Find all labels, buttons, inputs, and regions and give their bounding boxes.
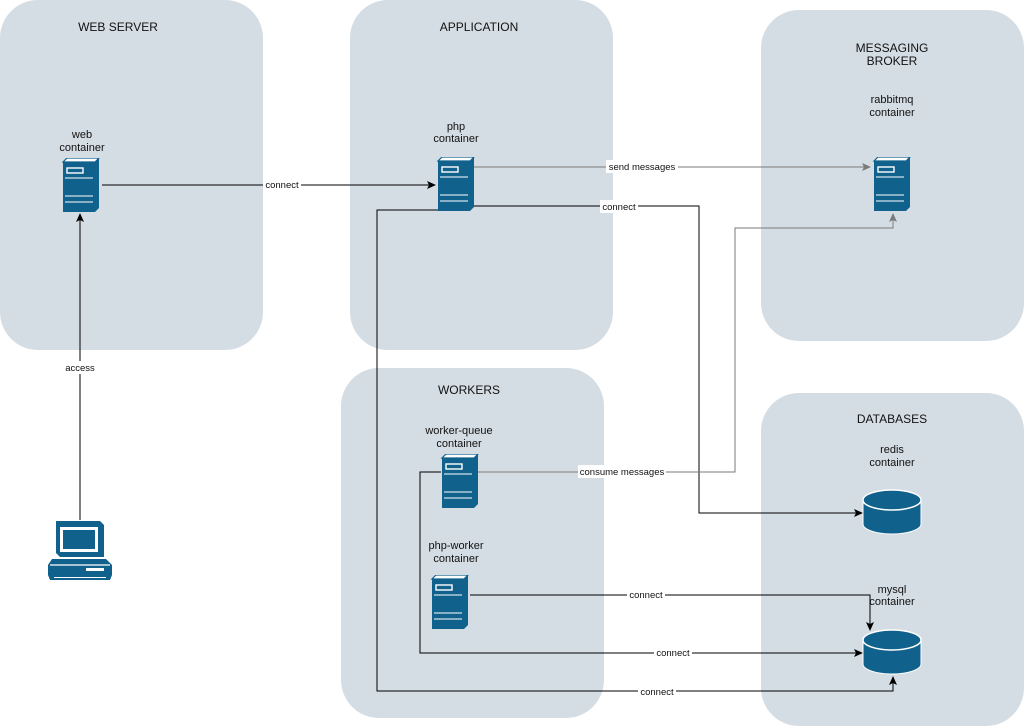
group-application: APPLICATION xyxy=(350,0,613,350)
node-label-web-2: container xyxy=(59,142,105,154)
group-web-server: WEB SERVER xyxy=(0,0,263,350)
svg-text:consume messages: consume messages xyxy=(580,467,665,478)
node-label-mysql-2: container xyxy=(869,596,915,608)
node-rabbitmq-container[interactable]: rabbitmq container xyxy=(869,94,915,212)
server-icon xyxy=(437,157,475,212)
computer-icon xyxy=(47,520,113,581)
group-databases: DATABASES xyxy=(761,393,1024,726)
node-label-web-1: web xyxy=(71,129,92,141)
group-title-messaging-2: BROKER xyxy=(867,54,918,68)
database-icon xyxy=(862,489,922,535)
group-title-messaging-1: MESSAGING xyxy=(856,41,929,55)
svg-text:connect: connect xyxy=(602,202,636,213)
node-worker-queue-container[interactable]: worker-queue container xyxy=(424,425,493,509)
edge-workerqueue-mysql xyxy=(419,471,863,657)
group-title-web-server: WEB SERVER xyxy=(78,20,158,34)
node-label-rabbitmq-2: container xyxy=(869,107,915,119)
edge-label-php-mysql: connect xyxy=(638,685,676,698)
svg-text:connect: connect xyxy=(265,180,299,191)
edge-label-phpworker-mysql: connect xyxy=(627,588,665,601)
node-redis-container[interactable]: redis container xyxy=(862,444,922,535)
edge-label-access: access xyxy=(62,361,98,374)
svg-text:access: access xyxy=(65,363,95,374)
edge-label-workerqueue-mysql: connect xyxy=(654,646,692,659)
server-icon xyxy=(62,158,100,213)
node-mysql-container[interactable]: mysql container xyxy=(862,584,922,675)
edge-label-consume-messages: consume messages xyxy=(578,465,666,478)
svg-text:send messages: send messages xyxy=(609,162,676,173)
group-workers: WORKERS xyxy=(341,368,604,718)
svg-text:connect: connect xyxy=(656,648,690,659)
edge-php-redis xyxy=(474,205,863,517)
database-icon xyxy=(862,629,922,675)
group-title-application: APPLICATION xyxy=(440,20,518,34)
node-label-redis-2: container xyxy=(869,457,915,469)
svg-text:connect: connect xyxy=(629,590,663,601)
node-label-php-2: container xyxy=(433,133,479,145)
edge-php-mysql xyxy=(376,209,897,692)
node-php-worker-container[interactable]: php-worker container xyxy=(428,540,484,630)
node-label-php-1: php xyxy=(447,121,465,133)
server-icon xyxy=(873,157,911,212)
node-label-worker-queue-1: worker-queue xyxy=(424,425,492,437)
node-label-redis-1: redis xyxy=(880,444,904,456)
group-title-workers: WORKERS xyxy=(438,383,500,397)
svg-text:connect: connect xyxy=(640,687,674,698)
server-icon xyxy=(431,575,469,630)
node-label-mysql-1: mysql xyxy=(878,584,907,596)
node-label-rabbitmq-1: rabbitmq xyxy=(871,94,914,106)
edge-label-php-redis: connect xyxy=(600,200,638,213)
edge-label-web-php: connect xyxy=(263,178,301,191)
node-label-worker-queue-2: container xyxy=(436,438,482,450)
client-computer[interactable] xyxy=(47,520,113,581)
node-web-container[interactable]: web container xyxy=(59,129,105,213)
node-php-container[interactable]: php container xyxy=(433,121,479,212)
edge-phpworker-mysql xyxy=(470,594,874,631)
node-label-php-worker-1: php-worker xyxy=(428,540,483,552)
edge-label-send-messages: send messages xyxy=(606,160,678,173)
node-label-php-worker-2: container xyxy=(433,553,479,565)
group-title-databases: DATABASES xyxy=(857,412,927,426)
server-icon xyxy=(441,454,479,509)
